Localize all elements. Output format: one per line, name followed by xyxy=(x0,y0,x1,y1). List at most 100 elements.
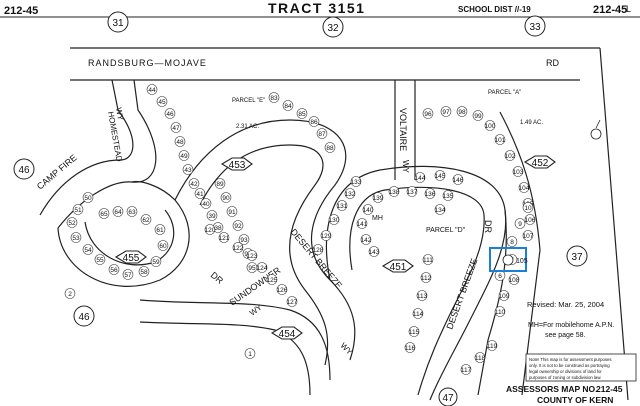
lot-number: 39 xyxy=(206,210,218,221)
svg-text:127: 127 xyxy=(287,299,298,306)
svg-text:60: 60 xyxy=(159,243,167,250)
svg-text:88: 88 xyxy=(326,145,334,152)
lot-number: 62 xyxy=(140,214,152,225)
svg-text:45: 45 xyxy=(158,99,166,106)
svg-text:136: 136 xyxy=(425,191,436,198)
lot-number: 49 xyxy=(178,150,190,161)
lot-number: 93 xyxy=(238,234,250,245)
lot-number: 84 xyxy=(282,100,294,111)
lot-number: 117 xyxy=(460,364,472,375)
lot-number: 127 xyxy=(287,296,298,307)
lot-number: 8 xyxy=(506,236,518,247)
lot-number: 85 xyxy=(296,108,308,119)
svg-text:122: 122 xyxy=(233,245,244,252)
svg-text:49: 49 xyxy=(180,153,188,160)
svg-text:116: 116 xyxy=(405,345,416,352)
lot-number: 115 xyxy=(408,326,420,337)
street-rd: RD xyxy=(546,58,559,68)
street-desert-breeze-mid: DESERT BREEZE xyxy=(288,227,344,291)
svg-text:138: 138 xyxy=(389,189,400,196)
revised-date: Revised: Mar. 25, 2004 xyxy=(527,300,604,309)
svg-text:104: 104 xyxy=(519,185,530,192)
lot-number: 61 xyxy=(154,224,166,235)
block-454: 454 xyxy=(270,326,303,340)
svg-text:455: 455 xyxy=(123,253,140,264)
svg-text:44: 44 xyxy=(148,87,156,94)
desert-breeze-west-edge xyxy=(174,119,356,361)
svg-text:89: 89 xyxy=(216,181,224,188)
svg-text:93: 93 xyxy=(240,237,248,244)
svg-text:115: 115 xyxy=(409,329,420,336)
lot-number: 40 xyxy=(200,198,212,209)
svg-text:114: 114 xyxy=(413,311,424,318)
svg-text:43: 43 xyxy=(184,167,192,174)
east-strip-road xyxy=(499,111,541,396)
lot-number: 130 xyxy=(329,214,340,225)
lot-number: 128 xyxy=(313,244,324,255)
svg-text:84: 84 xyxy=(284,103,292,110)
left-loop-outer xyxy=(57,180,190,287)
svg-text:102: 102 xyxy=(505,153,516,160)
lot-number: 119 xyxy=(486,340,498,351)
lot-number: 55 xyxy=(94,254,106,265)
lot-number: 2 xyxy=(64,288,76,299)
svg-text:119: 119 xyxy=(487,343,498,350)
lot-number: 121 xyxy=(219,232,230,243)
lot-number: 53 xyxy=(70,232,82,243)
lot-number: 10 xyxy=(522,202,534,213)
lot-number: 107 xyxy=(523,230,534,241)
lot-number: 109 xyxy=(499,290,510,301)
svg-text:51: 51 xyxy=(74,207,82,214)
lot-number: 90 xyxy=(220,192,232,203)
svg-text:33: 33 xyxy=(529,22,541,33)
east-boundary xyxy=(599,47,629,401)
svg-text:103: 103 xyxy=(513,169,524,176)
lot-number: 141 xyxy=(357,218,368,229)
svg-text:58: 58 xyxy=(140,269,148,276)
svg-text:451: 451 xyxy=(390,262,407,273)
lot-number: 45 xyxy=(156,96,168,107)
svg-text:92: 92 xyxy=(234,223,242,230)
lot-number: 97 xyxy=(440,106,452,117)
svg-text:83: 83 xyxy=(270,95,278,102)
lot-number: 57 xyxy=(122,269,134,280)
lot-number: 111 xyxy=(422,254,433,265)
svg-text:37: 37 xyxy=(571,252,583,263)
lot-number: 64 xyxy=(112,206,124,217)
map-ref-right: 212-45 xyxy=(593,4,627,16)
lot-number: 106 xyxy=(525,214,536,225)
svg-text:54: 54 xyxy=(84,247,92,254)
svg-text:53: 53 xyxy=(72,235,80,242)
svg-text:legal ownership or divisions o: legal ownership or divisions of land for xyxy=(529,369,602,374)
lot-number: 88 xyxy=(324,142,336,153)
svg-text:144: 144 xyxy=(415,175,426,182)
lot-number: 143 xyxy=(369,246,380,257)
lot-number: 134 xyxy=(435,204,446,215)
street-dr-left: DR xyxy=(209,270,226,286)
svg-text:140: 140 xyxy=(363,207,374,214)
svg-text:42: 42 xyxy=(190,181,198,188)
street-voltaire: VOLTAIRE xyxy=(398,108,408,151)
lot-number: 47 xyxy=(170,122,182,133)
svg-text:105: 105 xyxy=(516,258,528,265)
lot-number: 142 xyxy=(361,234,372,245)
svg-text:107: 107 xyxy=(523,233,534,240)
right-loop-inner xyxy=(349,186,485,396)
lot-number: 98 xyxy=(456,106,468,117)
lot-number: 125 xyxy=(267,274,278,285)
svg-text:98: 98 xyxy=(458,109,466,116)
lot-number: 41 xyxy=(194,188,206,199)
block-453: 453 xyxy=(220,157,253,171)
svg-text:110: 110 xyxy=(495,309,506,316)
lot-105-marker[interactable]: 105 xyxy=(502,254,528,266)
svg-text:62: 62 xyxy=(142,217,150,224)
svg-text:454: 454 xyxy=(279,329,296,340)
disclaimer-box: Note! This map is for assessment purpose… xyxy=(525,353,637,382)
lot-number: 83 xyxy=(268,92,280,103)
section-circle-33: 33 xyxy=(524,15,546,37)
highlighted-lot-105[interactable] xyxy=(489,247,527,272)
street-camp-fire: CAMP FIRE xyxy=(35,152,79,191)
lot-number: 59 xyxy=(150,256,162,267)
section-circle-32: 32 xyxy=(322,16,344,38)
